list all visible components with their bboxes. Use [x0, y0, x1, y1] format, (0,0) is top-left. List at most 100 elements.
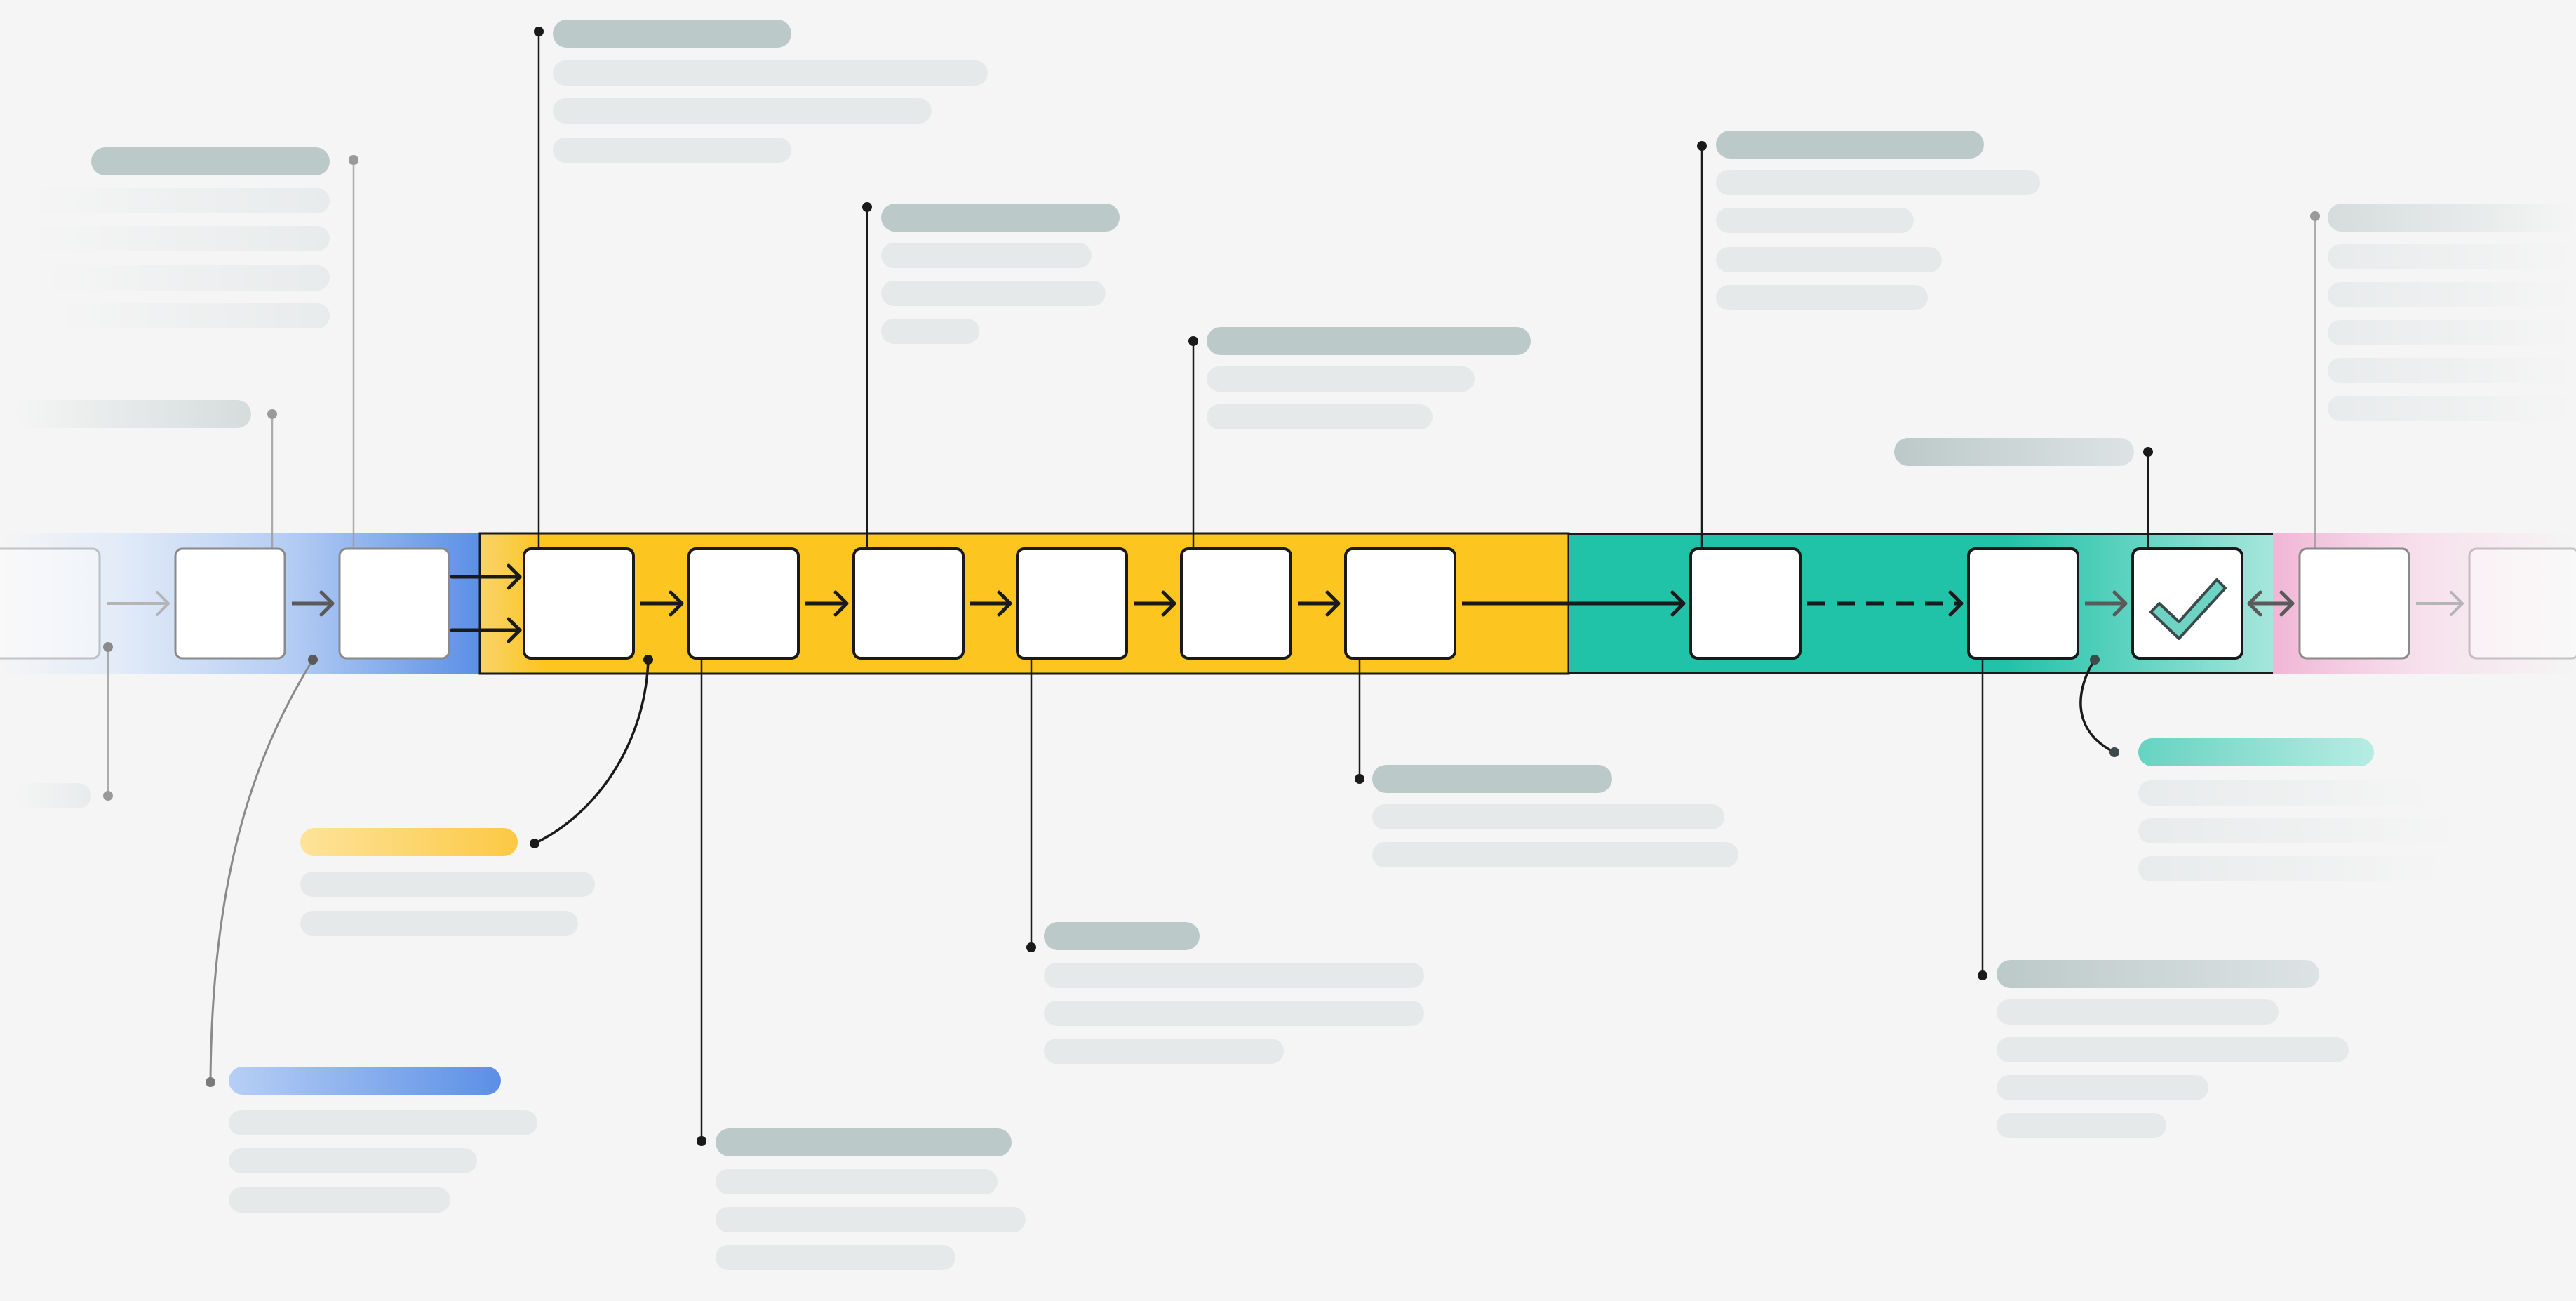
- callout-blue-stage-title-bar: [229, 1067, 501, 1095]
- callout-step-6-lower-text-bar-2: [1044, 1001, 1424, 1026]
- step-10-box: [1967, 547, 2079, 660]
- callout-step-9-upper-text-bar-2: [1716, 208, 1914, 233]
- callout-step-8-lower-text-bar-2: [1372, 842, 1738, 867]
- callout-step-2-upper-text-bar-2: [28, 226, 330, 251]
- callout-teal-stage-text-bar-2: [2138, 818, 2461, 843]
- callout-step-10-lower-text-bar-2: [1997, 1037, 2349, 1062]
- callout-step-5-upper-text-bar-2: [881, 281, 1106, 306]
- connector-step-2-step-3-head-1: [507, 617, 522, 643]
- step-10-rect: [1967, 547, 2079, 660]
- callout-blue-stage-text-bar-2: [229, 1148, 477, 1173]
- callout-teal-stage-title-bar: [2138, 738, 2374, 766]
- callout-yellow-stage-leader: [534, 659, 650, 845]
- callout-yellow-stage-title-bar: [300, 828, 518, 856]
- callout-step-7-upper-text-bar-2: [1207, 404, 1433, 429]
- connector-step-0-step-1-head: [156, 591, 170, 616]
- callout-step-10-lower-text-bar-3: [1997, 1075, 2208, 1100]
- callout-step-12-upper-title-bar: [2328, 204, 2576, 232]
- callout-yellow-stage-text-bar-2: [300, 911, 578, 936]
- connector-step-6-step-7-head: [1161, 590, 1176, 617]
- callout-step-2-upper-title-bar: [91, 147, 330, 175]
- step-12-box: [2298, 547, 2410, 660]
- callout-step-8-lower-title-bar: [1372, 765, 1612, 793]
- callout-blue-stage-text-bar-3: [229, 1187, 450, 1213]
- connector-step-12-step-13-head: [2450, 591, 2464, 616]
- step-4-box: [687, 547, 800, 660]
- process-steps: [0, 547, 2576, 660]
- connector-step-4-step-5-head: [833, 590, 849, 617]
- callout-step-0-lower-dot-bottom: [103, 791, 113, 801]
- callout-step-1-upper-dot-top: [267, 409, 277, 419]
- callout-step-6-lower-dot-bottom: [1026, 942, 1036, 952]
- callout-step-0-lower-title-bar: [14, 783, 91, 808]
- callout-step-10-lower-text-bar-4: [1997, 1113, 2166, 1138]
- callout-teal-stage-dot-1: [2109, 747, 2119, 757]
- step-6-box: [1016, 547, 1128, 660]
- callout-step-9-upper-text-bar-3: [1716, 247, 1942, 272]
- step-3-rect: [523, 547, 635, 660]
- callout-step-2-upper-text-bar-4: [56, 303, 330, 328]
- callout-blue-stage-dot-0: [308, 655, 318, 665]
- callout-step-8-lower-dot-bottom: [1355, 774, 1364, 784]
- connector-step-1-step-2-head: [319, 590, 335, 617]
- step-6-rect: [1016, 547, 1128, 660]
- callout-step-4-lower-dot-bottom: [697, 1136, 706, 1146]
- callout-step-1-upper-title-bar: [14, 400, 251, 428]
- callout-step-10-lower-dot-bottom: [1978, 970, 1987, 980]
- callout-step-9-upper-dot-top: [1697, 141, 1707, 151]
- callout-blue-stage-text-bar-1: [229, 1110, 537, 1135]
- step-1-rect: [174, 547, 286, 660]
- callout-step-10-lower-text-bar-1: [1997, 999, 2279, 1025]
- callout-step-12-upper-text-bar-4: [2328, 358, 2576, 383]
- checkmark-icon: [2149, 578, 2227, 640]
- step-9-rect: [1689, 547, 1802, 660]
- connector-step-10-step-11-head: [2112, 590, 2128, 617]
- callout-step-12-upper-text-bar-5: [2328, 396, 2576, 421]
- step-5-box: [852, 547, 965, 660]
- callout-step-7-upper-title-bar: [1207, 327, 1531, 355]
- step-0-rect: [0, 547, 101, 660]
- callouts: [14, 20, 2576, 1270]
- step-7-box: [1180, 547, 1292, 660]
- step-7-rect: [1180, 547, 1292, 660]
- connector-step-11-step-12-tail: [2247, 590, 2262, 617]
- callout-step-2-upper-text-bar-1: [28, 188, 330, 213]
- step-11-rect: [2131, 547, 2243, 660]
- step-5-rect: [852, 547, 965, 660]
- callout-step-7-upper-text-bar-1: [1207, 366, 1475, 392]
- callout-step-5-upper-dot-top: [862, 202, 872, 212]
- callout-step-3-upper-title-bar: [553, 20, 791, 48]
- step-2-rect: [338, 547, 450, 660]
- callout-step-10-lower-title-bar: [1997, 960, 2319, 988]
- callout-step-5-upper-text-bar-3: [881, 319, 979, 344]
- connector-step-8-step-9-head: [1670, 590, 1686, 617]
- step-8-rect: [1344, 547, 1456, 660]
- callout-step-12-upper-text-bar-2: [2328, 282, 2576, 307]
- callout-yellow-stage-text-bar-1: [300, 872, 595, 897]
- callout-blue-stage-leader: [209, 659, 314, 1083]
- callout-teal-stage-leader: [2079, 659, 2115, 754]
- callout-teal-stage-dot-0: [2090, 655, 2100, 665]
- callout-step-9-upper-text-bar-4: [1716, 285, 1928, 310]
- callout-step-5-upper-title-bar: [881, 204, 1120, 232]
- step-3-box: [523, 547, 635, 660]
- connector-step-7-step-8-head: [1325, 590, 1341, 617]
- callout-step-12-upper-text-bar-1: [2328, 244, 2576, 269]
- step-13-rect: [2468, 547, 2576, 660]
- callout-step-3-upper-dot-top: [534, 27, 544, 36]
- callout-step-4-lower-text-bar-1: [716, 1169, 998, 1194]
- callout-step-4-lower-title-bar: [716, 1128, 1012, 1156]
- callout-teal-stage-text-bar-1: [2138, 780, 2433, 806]
- callout-step-7-upper-dot-top: [1188, 336, 1198, 346]
- step-12-rect: [2298, 547, 2410, 660]
- callout-step-12-upper-text-bar-3: [2328, 320, 2576, 345]
- step-4-rect: [687, 547, 800, 660]
- callout-yellow-stage-dot-0: [643, 655, 653, 665]
- callout-step-6-lower-text-bar-1: [1044, 963, 1424, 988]
- callout-step-3-upper-text-bar-2: [553, 98, 932, 124]
- callout-step-5-upper-text-bar-1: [881, 243, 1092, 268]
- callout-yellow-stage-dot-1: [530, 839, 539, 848]
- callout-step-6-lower-title-bar: [1044, 922, 1200, 950]
